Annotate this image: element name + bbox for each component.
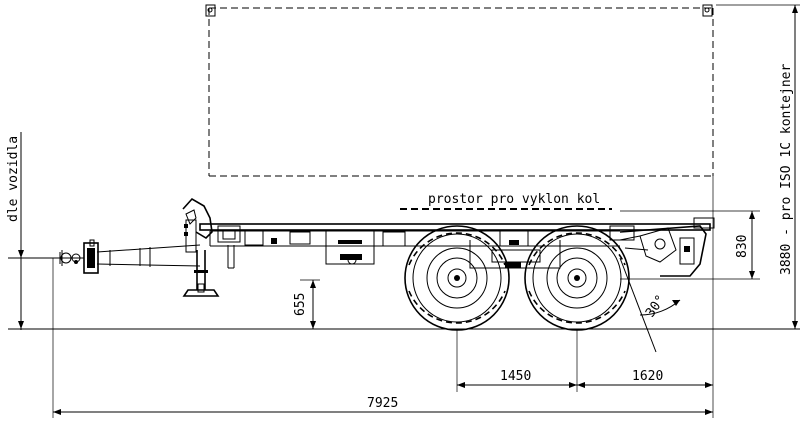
dim-container-height: 3880 - pro ISO 1C kontejner	[779, 5, 798, 329]
dim-overall-length: 7925	[52, 258, 713, 418]
departure-angle-label: 30°	[643, 292, 669, 320]
axle-spacing-label: 1450	[500, 369, 531, 384]
platform-height-label: 830	[735, 235, 750, 258]
overall-length-label: 7925	[367, 396, 398, 411]
dim-axle-spacing: 1450	[456, 330, 578, 392]
frame-height-label: 655	[293, 293, 308, 316]
wheel-clearance-label: prostor pro vyklon kol	[428, 192, 600, 207]
wheel-clearance: prostor pro vyklon kol	[400, 192, 612, 210]
dim-platform-height: 830	[735, 211, 755, 279]
container-height-label: 3880 - pro ISO 1C kontejner	[779, 64, 794, 275]
dim-frame-height: 655	[293, 280, 316, 329]
container-outline	[205, 4, 714, 177]
wheel-rear	[524, 225, 630, 331]
rear-overhang-label: 1620	[632, 369, 663, 384]
dim-rear-overhang: 1620	[577, 176, 714, 418]
wheel-front	[404, 225, 510, 331]
drawbar	[59, 239, 201, 274]
rear-frame	[619, 217, 715, 277]
support-leg	[182, 197, 241, 297]
trailer-chassis	[199, 223, 711, 269]
dim-coupling-height: dle vozidla	[6, 132, 24, 330]
coupling-height-label: dle vozidla	[6, 136, 21, 222]
ground-line	[8, 4, 800, 330]
